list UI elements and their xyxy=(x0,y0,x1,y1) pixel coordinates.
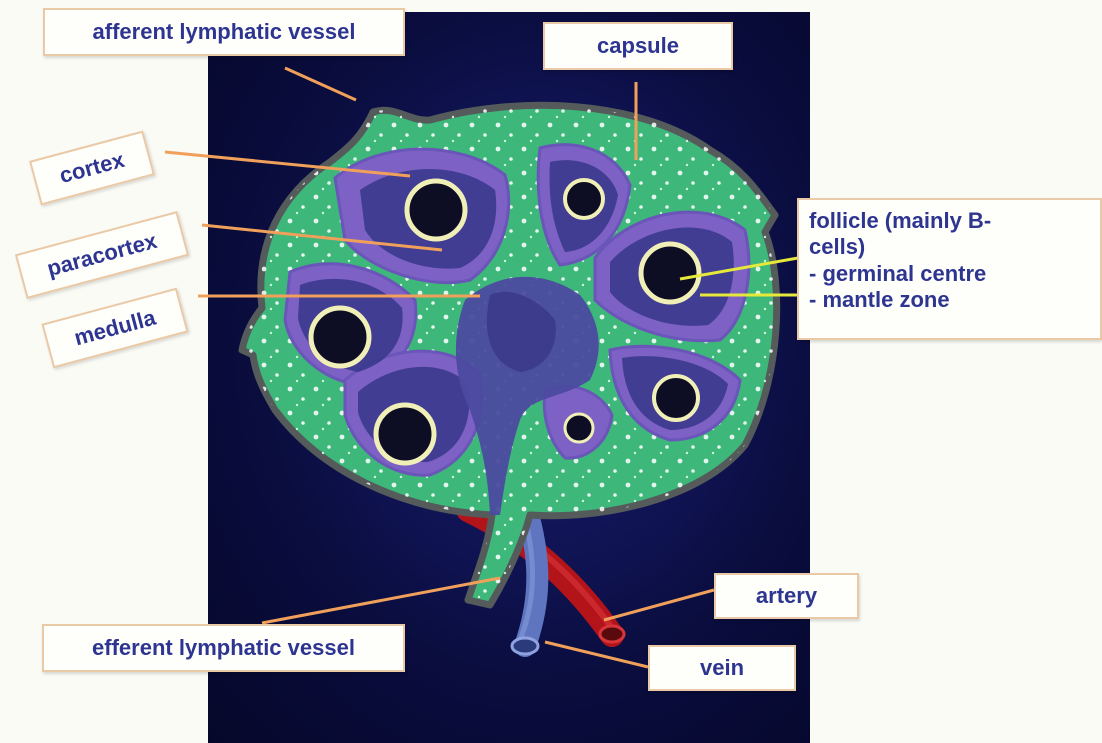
follicle xyxy=(407,181,465,239)
follicle xyxy=(376,405,434,463)
label-capsule: capsule xyxy=(543,22,733,70)
label-text: afferent lymphatic vessel xyxy=(93,19,356,45)
follicle xyxy=(565,180,603,218)
label-afferent-lymphatic-vessel: afferent lymphatic vessel xyxy=(43,8,405,56)
label-text: vein xyxy=(700,655,744,681)
mantle-zone-label: - mantle zone xyxy=(809,287,991,313)
label-vein: vein xyxy=(648,645,796,691)
label-efferent-lymphatic-vessel: efferent lymphatic vessel xyxy=(42,624,405,672)
follicle xyxy=(641,244,699,302)
label-follicle: follicle (mainly B- cells) - germinal ce… xyxy=(797,198,1102,340)
follicle xyxy=(654,376,698,420)
label-text: capsule xyxy=(597,33,679,59)
germinal-centre-label: - germinal centre xyxy=(809,261,991,287)
label-text: artery xyxy=(756,583,817,609)
follicle-label-line: cells) xyxy=(809,234,991,260)
follicle xyxy=(311,308,369,366)
follicle-label-line: follicle (mainly B- xyxy=(809,208,991,234)
label-text: efferent lymphatic vessel xyxy=(92,635,355,661)
label-text: cortex xyxy=(57,147,128,190)
label-artery: artery xyxy=(714,573,859,619)
follicle xyxy=(565,414,593,442)
